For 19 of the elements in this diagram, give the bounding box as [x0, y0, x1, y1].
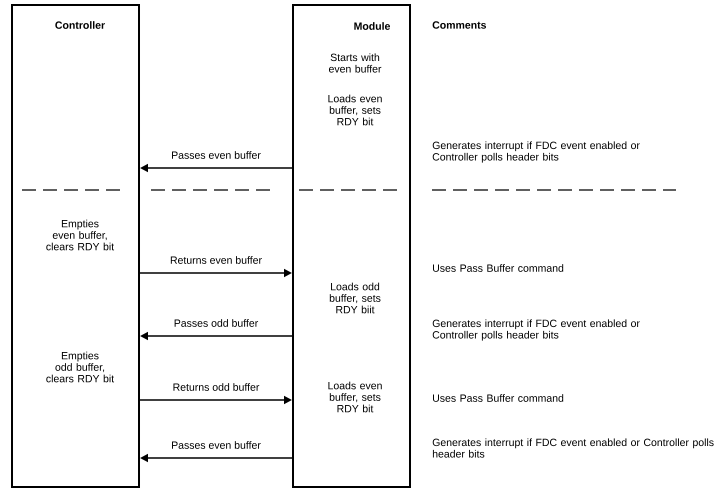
step-text: Empties odd buffer, clears RDY bit: [46, 352, 114, 382]
edge-label: Returns even buffer: [170, 256, 262, 264]
step-text: Loads even buffer, sets RDY bit: [328, 94, 382, 126]
edge-label: Passes odd buffer: [174, 319, 258, 327]
comment-text: Uses Pass Buffer command: [433, 264, 564, 272]
edge-label: Passes even buffer: [172, 151, 261, 159]
step-text: Empties even buffer, clears RDY bit: [46, 220, 114, 250]
edge-label: Returns odd buffer: [173, 383, 260, 391]
comment-text: Generates interrupt if FDC event enabled or Controller polls header bits: [432, 141, 640, 163]
column-heading: Comments: [432, 21, 486, 29]
column-heading: Module: [354, 22, 390, 30]
column-heading: Controller: [55, 21, 105, 29]
comment-text: Generates interrupt if FDC event enabled or Controller polls header bits: [432, 438, 714, 458]
step-text: Loads even buffer, sets RDY bit: [328, 382, 382, 412]
comment-text: Generates interrupt if FDC event enabled or Controller polls header bits: [432, 319, 640, 341]
edge-label: Passes even buffer: [172, 441, 261, 449]
comment-text: Uses Pass Buffer command: [433, 394, 564, 402]
step-text: Loads odd buffer, sets RDY biit: [330, 282, 380, 314]
step-text: Starts with even buffer: [328, 53, 382, 73]
